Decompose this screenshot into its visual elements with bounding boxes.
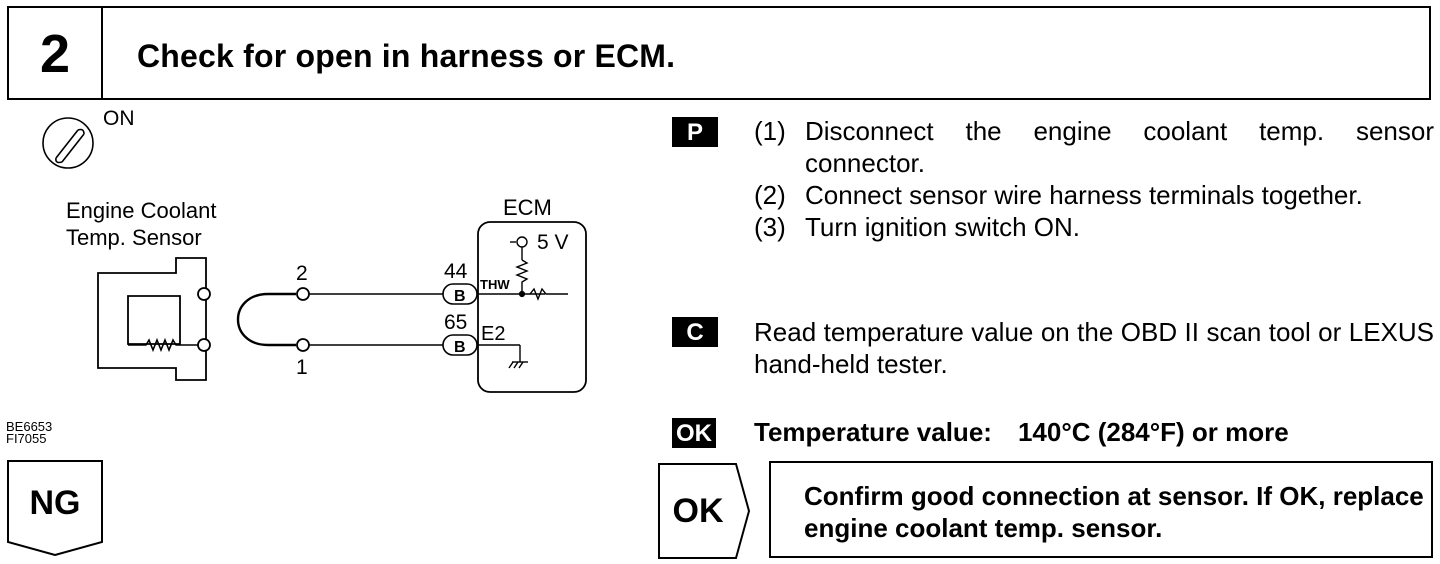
step-text: Connect sensor wire harness terminals to… bbox=[805, 180, 1363, 210]
harness-pin-1 bbox=[296, 338, 310, 352]
ok-flag: OK bbox=[658, 463, 750, 559]
ignition-on-label: ON bbox=[103, 107, 135, 130]
spec-line: Temperature value: 140°C (284°F) or more bbox=[754, 416, 1434, 448]
ecm-box bbox=[477, 221, 587, 393]
step-number: 2 bbox=[9, 8, 103, 98]
ng-label: NG bbox=[29, 484, 81, 522]
coolant-sensor-body bbox=[97, 257, 211, 381]
ok-label: OK bbox=[672, 492, 724, 530]
step-text: Disconnect the engine coolant temp. sens… bbox=[805, 116, 1434, 178]
ignition-switch-icon bbox=[42, 117, 94, 169]
ng-flag: NG bbox=[7, 460, 103, 556]
spec-label: Temperature value: bbox=[754, 417, 992, 447]
step-text: Turn ignition switch ON. bbox=[805, 212, 1081, 242]
check-text: Read temperature value on the OBD II sca… bbox=[754, 317, 1434, 379]
pin-number-1: 1 bbox=[296, 356, 308, 379]
ok-result-text: Confirm good connection at sensor. If OK… bbox=[804, 481, 1424, 543]
ecm-internal-circuit bbox=[477, 241, 568, 369]
step-num: (3) bbox=[754, 212, 786, 242]
step-num: (1) bbox=[754, 116, 786, 146]
procedure-badge: P bbox=[672, 117, 718, 147]
procedure-step: (3) Turn ignition switch ON. bbox=[754, 211, 1434, 243]
pin-number-2: 2 bbox=[296, 262, 308, 285]
jumper-wire bbox=[236, 292, 296, 347]
step-header: 2 Check for open in harness or ECM. bbox=[7, 6, 1431, 100]
figure-code-1: BE6653 bbox=[6, 419, 53, 434]
step-num: (2) bbox=[754, 180, 786, 210]
sensor-label-line1: Engine Coolant bbox=[66, 198, 216, 223]
ok-arrow-shape bbox=[658, 463, 750, 559]
voltage-label: 5 V bbox=[537, 231, 569, 254]
signal-label-thw: THW bbox=[480, 277, 510, 292]
step-title: Check for open in harness or ECM. bbox=[137, 38, 676, 74]
ecm-label: ECM bbox=[503, 195, 552, 220]
sensor-thermistor-icon bbox=[128, 337, 198, 353]
figure-code-2: FI7055 bbox=[6, 431, 47, 446]
sensor-label-line2: Temp. Sensor bbox=[66, 225, 202, 250]
connector-letter-top: B bbox=[454, 288, 466, 305]
terminal-number-65: 65 bbox=[444, 311, 467, 334]
signal-label-e2: E2 bbox=[481, 323, 505, 345]
procedure-step: (2) Connect sensor wire harness terminal… bbox=[754, 179, 1434, 211]
check-badge: C bbox=[672, 317, 718, 347]
harness-pin-2 bbox=[296, 287, 310, 301]
procedure-step: (1) Disconnect the engine coolant temp. … bbox=[754, 115, 1434, 179]
ok-result-box: Confirm good connection at sensor. If OK… bbox=[769, 461, 1433, 558]
supply-terminal-icon bbox=[516, 236, 528, 248]
terminal-number-44: 44 bbox=[444, 260, 468, 283]
procedure-steps: (1) Disconnect the engine coolant temp. … bbox=[754, 115, 1434, 243]
ng-flag-shape bbox=[7, 460, 103, 556]
spec-badge: OK bbox=[672, 418, 716, 448]
wiring-diagram: ON Engine Coolant Temp. Sensor 2 1 ECM B… bbox=[42, 107, 587, 393]
spec-value: 140°C (284°F) or more bbox=[1017, 417, 1289, 447]
connector-letter-bottom: B bbox=[454, 339, 466, 356]
